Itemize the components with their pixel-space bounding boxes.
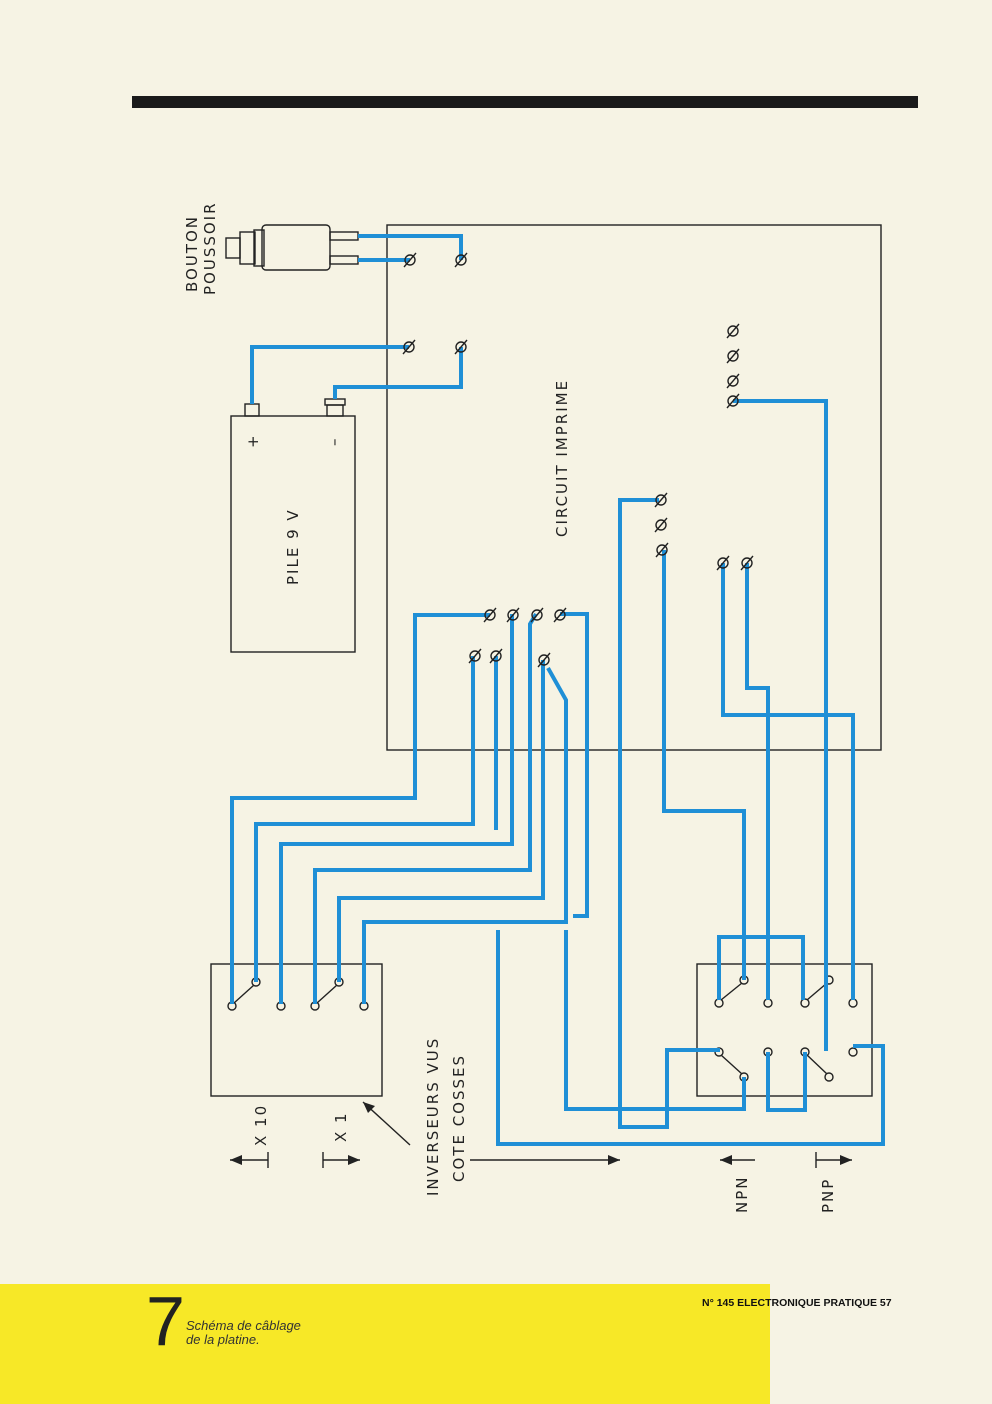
caption-line-2: de la platine. [186,1332,260,1347]
x1-label: X 1 [332,1111,350,1142]
range-switch-block [210,963,383,1097]
battery-label: PILE 9 V [284,508,302,585]
wires [230,234,885,1146]
header-rule [132,96,918,108]
npn-pnp-switch-block [696,963,873,1097]
pnp-label: PNP [819,1178,837,1213]
inverseurs-label-2: COTE COSSES [450,1054,468,1182]
push-button-icon [225,224,359,271]
battery-plus-label: + [244,433,262,448]
inverseurs-label-1: INVERSEURS VUS [424,1037,442,1196]
npn-pnp-switch-contacts [714,975,858,1082]
circuit-board-outline [386,224,882,751]
range-switch-contacts [227,977,369,1011]
npn-label: NPN [733,1176,751,1214]
battery-minus-label: – [325,437,343,447]
figure-caption: Schéma de câblage de la platine. [186,1319,366,1347]
direction-arrows [230,1101,852,1168]
x10-label: X 10 [252,1104,270,1146]
circuit-label: CIRCUIT IMPRIME [553,379,571,537]
footer-band [0,1284,770,1404]
caption-line-1: Schéma de câblage [186,1318,301,1333]
page-reference: N° 145 ELECTRONIQUE PRATIQUE 57 [702,1297,892,1309]
figure-number: 7 [146,1282,185,1360]
push-button-label-2: POUSSOIR [201,201,219,295]
push-button-label-1: BOUTON [183,215,201,292]
solder-terminals [402,252,754,668]
